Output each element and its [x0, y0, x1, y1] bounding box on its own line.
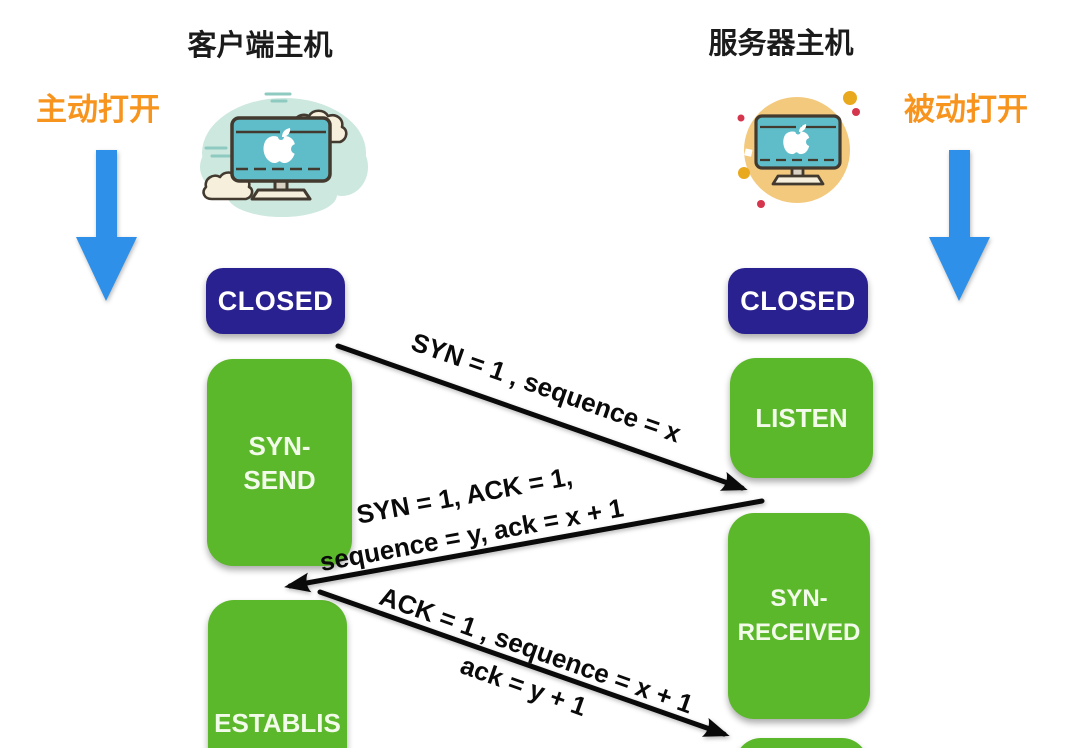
handshake-step1-label: SYN = 1 , sequence = x [407, 326, 685, 449]
server-closed-label: CLOSED [740, 285, 856, 316]
server-computer-icon [737, 91, 860, 208]
apple-logo-icon [263, 128, 301, 164]
server-closed-box: CLOSED [728, 268, 868, 334]
client-syn-send-label: SYN-SEND [243, 430, 316, 495]
active-open-label: 主动打开 [36, 92, 160, 127]
passive-open-label: 被动打开 [904, 92, 1028, 127]
server-listen-box: LISTEN [730, 358, 873, 478]
client-established-label: ESTABLISHED [214, 708, 341, 748]
monitor-icon [230, 116, 332, 201]
server-host-title: 服务器主机 [708, 28, 854, 60]
apple-logo-icon [783, 124, 814, 155]
server-syn-received-box: SYN-RECEIVED [728, 513, 870, 719]
client-host-title: 客户端主机 [187, 30, 333, 62]
decorative-dots-icon [737, 91, 860, 208]
client-down-arrow-icon [76, 150, 137, 301]
server-syn-received-label: SYN-RECEIVED [737, 585, 861, 646]
handshake-step2-label: SYN = 1, ACK = 1,sequence = y, ack = x +… [317, 461, 626, 577]
client-closed-box: CLOSED [206, 268, 345, 334]
monitor-icon [754, 114, 842, 186]
wind-streaks-icon [204, 92, 292, 158]
client-established-box: ESTABLISHED [208, 600, 347, 748]
server-down-arrow-icon [929, 150, 990, 301]
client-computer-icon [200, 92, 368, 217]
server-established-box-partial [735, 738, 868, 748]
client-closed-label: CLOSED [217, 285, 334, 316]
server-listen-label: LISTEN [755, 403, 848, 433]
